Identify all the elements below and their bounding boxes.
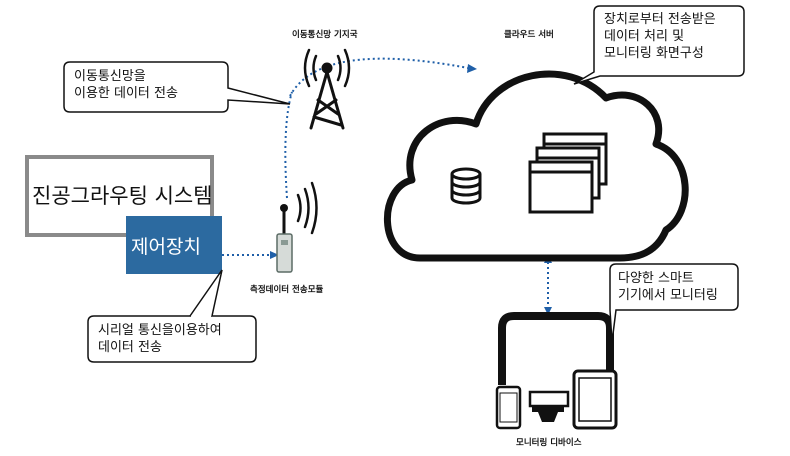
arrow-down — [544, 307, 552, 315]
callout-serial — [87, 269, 257, 363]
control-box — [126, 216, 222, 274]
callout-mobile-network-text: 이동통신망을 이용한 데이터 전송 — [74, 69, 178, 101]
monitor-icon — [498, 312, 614, 385]
callout-serial-text: 시리얼 통신을이용하여 데이터 전송 — [98, 323, 222, 355]
cloud-server-label: 클라우드 서버 — [504, 30, 554, 40]
link-tower-cloud — [289, 57, 469, 97]
callout-mobile-network — [63, 61, 291, 113]
callout-smart-devices — [609, 263, 739, 343]
windows-icon — [528, 132, 608, 214]
callout-smart-devices-text: 다양한 스마트 기기에서 모니터링 — [618, 271, 718, 303]
arrow-to-cloud — [467, 64, 477, 73]
system-label: 진공그라우팅 시스템 — [32, 184, 213, 208]
callout-cloud-processing-text: 장치로부터 전송받은 데이터 처리 및 모니터링 화면구성 — [604, 12, 716, 61]
laptop-icon — [528, 390, 570, 422]
link-module-tower — [284, 91, 293, 199]
sensor-module-icon — [276, 181, 318, 273]
module-label: 측정데이터 전송모듈 — [250, 285, 324, 295]
arrow-to-module — [270, 251, 279, 259]
phone-icon — [495, 385, 522, 430]
base-station-label: 이동통신망 기지국 — [292, 30, 358, 40]
callout-cloud-processing — [573, 5, 745, 85]
database-icon — [450, 167, 482, 205]
control-label: 제어장치 — [131, 236, 201, 258]
tablet-icon — [572, 369, 618, 430]
tower-icon — [303, 48, 351, 130]
devices-label: 모니터링 디바이스 — [516, 438, 582, 448]
